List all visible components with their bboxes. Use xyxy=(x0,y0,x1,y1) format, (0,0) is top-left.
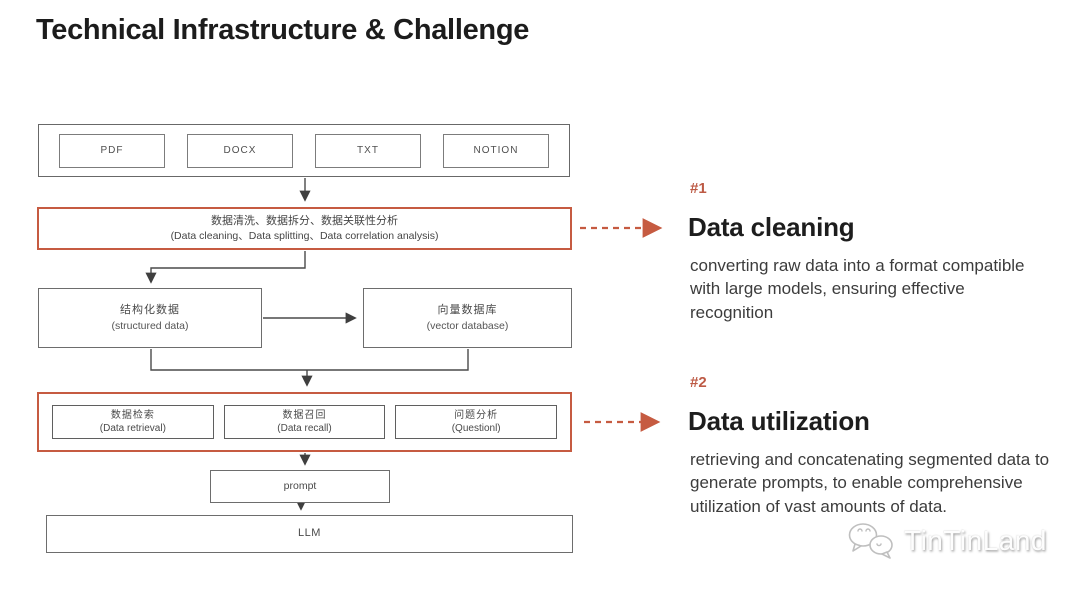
data-cleaning-zh-label: 数据清洗、数据拆分、数据关联性分析 xyxy=(211,215,398,228)
vector-database-en-label: (vector database) xyxy=(426,319,509,332)
question-analysis-box: 问题分析 (Questionl) xyxy=(395,405,558,439)
vector-database-box: 向量数据库 (vector database) xyxy=(363,288,572,348)
data-recall-zh-label: 数据召回 xyxy=(282,409,327,421)
question-analysis-en-label: (Questionl) xyxy=(451,423,501,434)
question-analysis-zh-label: 问题分析 xyxy=(454,409,499,421)
source-notion: NOTION xyxy=(443,133,549,168)
sources-container: PDF DOCX TXT NOTION xyxy=(38,124,570,177)
structured-data-box: 结构化数据 (structured data) xyxy=(38,288,262,348)
annotation-2-heading: Data utilization xyxy=(688,406,870,436)
source-txt: TXT xyxy=(315,133,421,168)
data-cleaning-en-label: (Data cleaning、Data splitting、Data corre… xyxy=(170,229,439,242)
structured-data-en-label: (structured data) xyxy=(111,319,189,332)
chat-bubbles-icon xyxy=(848,523,893,559)
connector-to-utilization xyxy=(150,349,469,371)
vector-database-zh-label: 向量数据库 xyxy=(437,303,498,316)
connector-cleaning-to-structured xyxy=(145,251,306,284)
data-recall-box: 数据召回 (Data recall) xyxy=(223,405,386,439)
watermark: TinTinLand xyxy=(846,520,1047,562)
data-retrieval-zh-label: 数据检索 xyxy=(110,409,155,421)
data-recall-en-label: (Data recall) xyxy=(277,423,332,434)
annotation-1-index: #1 xyxy=(690,180,707,197)
llm-box: LLM xyxy=(46,515,573,553)
annotation-2-body: retrieving and concatenating segmented d… xyxy=(690,450,1050,516)
data-cleaning-step-box: 数据清洗、数据拆分、数据关联性分析 (Data cleaning、Data sp… xyxy=(37,207,572,250)
source-pdf: PDF xyxy=(59,133,165,168)
data-utilization-step-box: 数据检索 (Data retrieval) 数据召回 (Data recall)… xyxy=(37,392,572,452)
data-retrieval-en-label: (Data retrieval) xyxy=(99,423,166,434)
watermark-brand-text: TinTinLand xyxy=(904,525,1048,556)
source-docx: DOCX xyxy=(187,133,293,168)
prompt-box: prompt xyxy=(210,470,390,503)
data-retrieval-box: 数据检索 (Data retrieval) xyxy=(52,405,214,439)
annotation-1-body: converting raw data into a format compat… xyxy=(690,256,1025,322)
annotation-2-index: #2 xyxy=(690,374,707,391)
prompt-label: prompt xyxy=(283,479,317,492)
page-title: Technical Infrastructure & Challenge xyxy=(36,14,530,46)
structured-data-zh-label: 结构化数据 xyxy=(120,303,180,316)
llm-label: LLM xyxy=(298,527,321,540)
annotation-1-heading: Data cleaning xyxy=(688,212,855,242)
